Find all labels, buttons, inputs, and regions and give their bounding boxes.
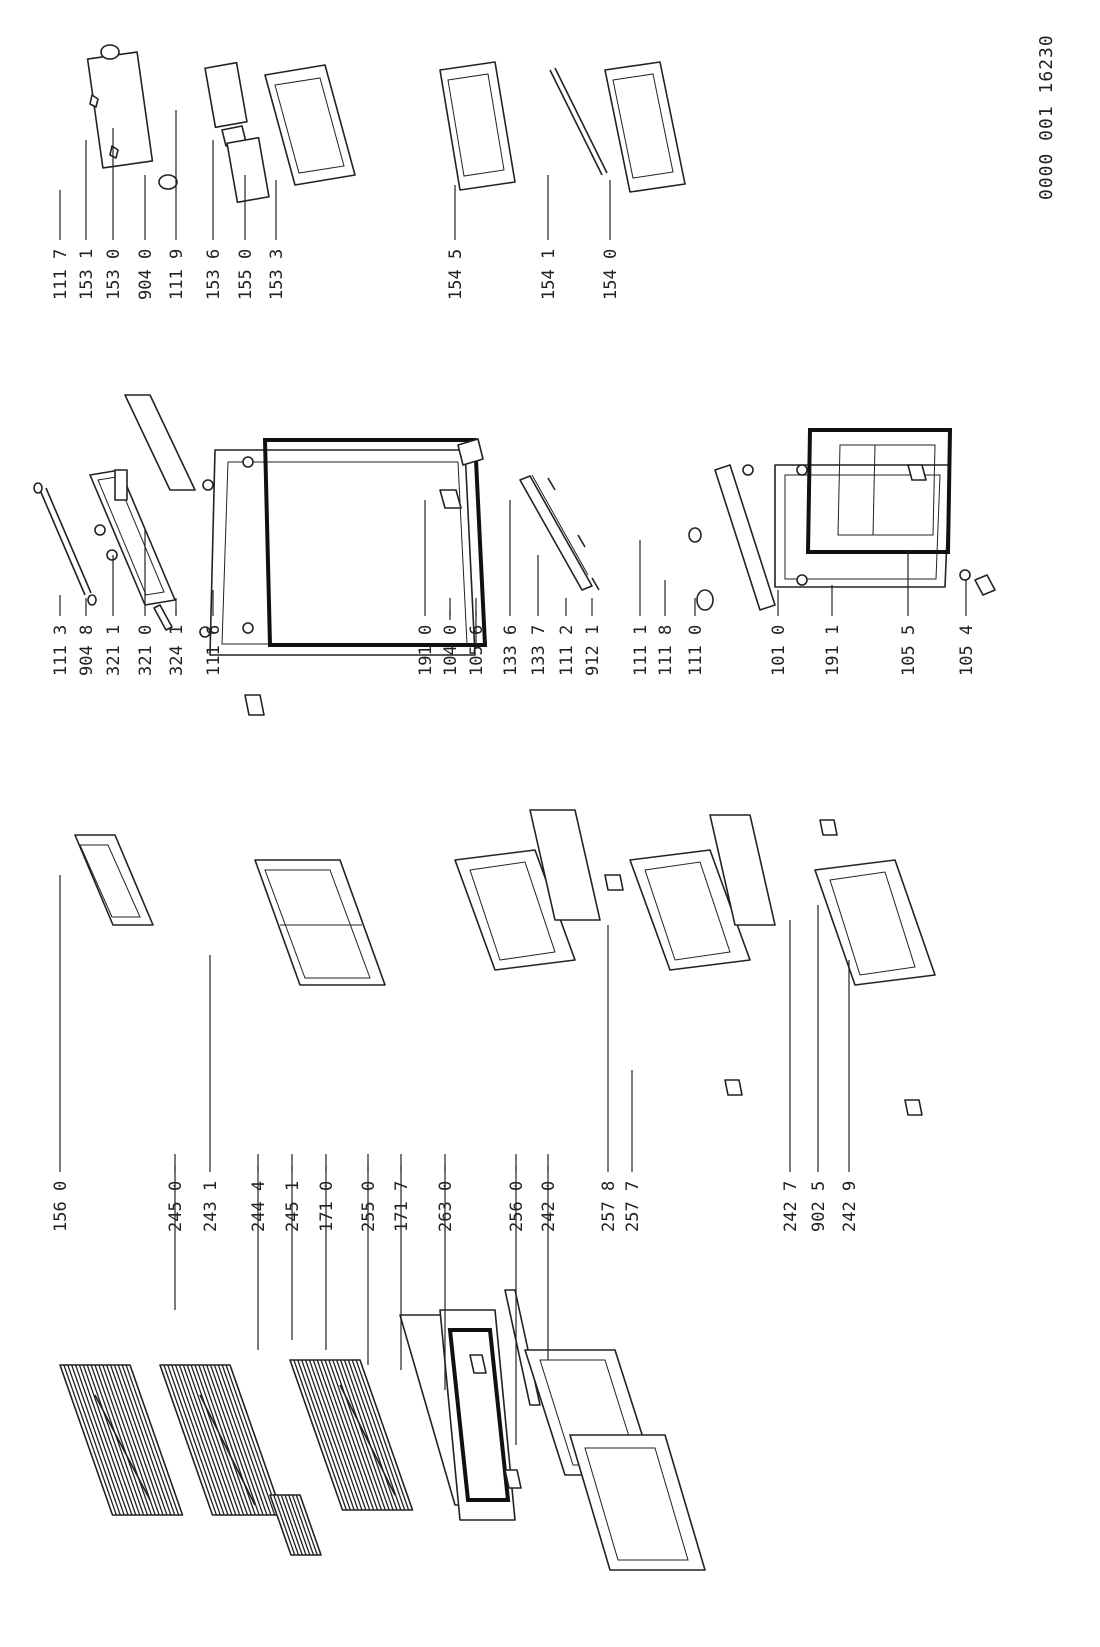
- part-number-label: 263 0: [436, 1181, 456, 1232]
- wire-shelves: [59, 1359, 414, 1556]
- document-number: 0000 001 16230: [1036, 34, 1057, 200]
- part-number-label: 245 0: [166, 1181, 186, 1232]
- part-number-label: 904 0: [136, 249, 156, 300]
- dairy-compartment-parts: [86, 44, 356, 204]
- part-number-label: 321 1: [104, 625, 124, 676]
- part-number-label: 257 7: [623, 1181, 643, 1232]
- part-number-label: 244 4: [249, 1181, 269, 1232]
- part-number-label: 242 7: [781, 1181, 801, 1232]
- glass-shelf: [254, 859, 386, 986]
- part-number-label: 902 5: [809, 1181, 829, 1232]
- part-number-label: 153 6: [204, 249, 224, 300]
- handle-hinge-parts: [33, 394, 196, 631]
- wire-shelf: [289, 1359, 414, 1511]
- part-number-label: 154 0: [601, 249, 621, 300]
- part-number-label: 101 0: [769, 625, 789, 676]
- part-number-label: 171 7: [392, 1181, 412, 1232]
- part-number-label: 243 1: [201, 1181, 221, 1232]
- shelf-rail: [94, 1394, 151, 1501]
- door-bottom-rail-parts: [519, 474, 714, 611]
- part-number-label: 242 0: [539, 1181, 559, 1232]
- part-number-label: 111 2: [557, 625, 577, 676]
- part-number-label: 104 0: [441, 625, 461, 676]
- fridge-door-assembly: [199, 438, 488, 716]
- part-number-label: 111 7: [51, 249, 71, 300]
- part-number-label: 153 0: [104, 249, 124, 300]
- crisper-cover-assembly: [399, 1289, 541, 1521]
- part-number-label: 111 9: [167, 249, 187, 300]
- part-number-label: 255 0: [359, 1181, 379, 1232]
- part-number-label: 257 8: [599, 1181, 619, 1232]
- part-number-label: 105 4: [957, 625, 977, 676]
- part-number-label: 171 0: [317, 1181, 337, 1232]
- crisper-drawers: [454, 809, 936, 1116]
- part-number-label: 133 7: [529, 625, 549, 676]
- part-number-label: 154 5: [446, 249, 466, 300]
- part-number-label: 256 0: [507, 1181, 527, 1232]
- freezer-door-assembly: [714, 428, 996, 611]
- freezer-baskets: [524, 1349, 706, 1571]
- part-number-label: 111 1: [631, 625, 651, 676]
- wire-shelf: [269, 1494, 322, 1556]
- part-number-label: 105 5: [899, 625, 919, 676]
- leader-lines: [59, 110, 967, 1445]
- part-number-label: 111 3: [51, 625, 71, 676]
- part-number-label: 242 9: [840, 1181, 860, 1232]
- part-number-label: 154 1: [539, 249, 559, 300]
- shelf-rail: [199, 1394, 256, 1506]
- part-number-label: 156 0: [51, 1181, 71, 1232]
- shelf-rail: [339, 1384, 396, 1496]
- part-number-label: 153 3: [267, 249, 287, 300]
- wire-shelf: [59, 1364, 184, 1516]
- part-number-label: 245 1: [283, 1181, 303, 1232]
- part-number-label: 111 0: [686, 625, 706, 676]
- wire-shelf: [159, 1364, 284, 1516]
- part-number-label: 111 6: [204, 625, 224, 676]
- part-number-label: 904 8: [77, 625, 97, 676]
- part-number-label: 191 1: [823, 625, 843, 676]
- part-number-label: 321 0: [136, 625, 156, 676]
- part-number-label: 912 1: [583, 625, 603, 676]
- part-number-label: 133 6: [501, 625, 521, 676]
- part-number-label: 191 0: [416, 625, 436, 676]
- part-number-label: 155 0: [236, 249, 256, 300]
- part-number-label: 153 1: [77, 249, 97, 300]
- part-number-label: 324 1: [167, 625, 187, 676]
- door-bins: [439, 61, 686, 193]
- part-labels: 111 7 153 1 153 0 904 0 111 9 153 6 155 0 153 3…: [51, 249, 977, 1232]
- part-number-label: 111 8: [656, 625, 676, 676]
- bottle-rack: [74, 834, 154, 926]
- part-number-label: 105 6: [467, 625, 487, 676]
